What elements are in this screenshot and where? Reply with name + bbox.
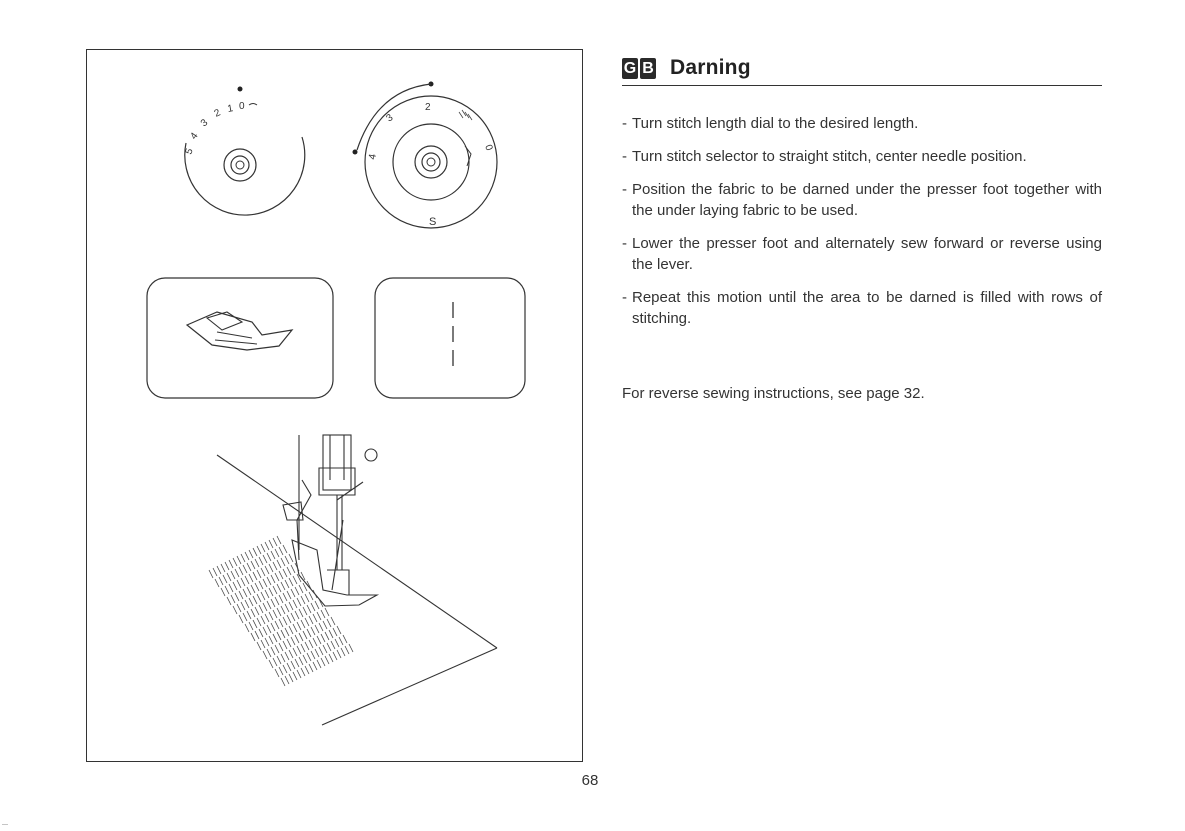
instruction-list: Turn stitch length dial to the desired l… (622, 113, 1102, 341)
length-dial-number: 4 (188, 130, 200, 141)
length-dial-number: 5 (183, 147, 195, 156)
stitch-selector-dial: 2 3 4 0 S (352, 81, 498, 229)
language-badge: G B (622, 58, 656, 79)
selector-dial-number: 4 (367, 153, 379, 161)
corner-mark: --- (2, 822, 8, 828)
presser-foot-panel (146, 277, 334, 399)
section-header: G B Darning (622, 56, 1102, 86)
darning-sewing-scene (216, 434, 498, 726)
length-dial-number: 0 (239, 101, 245, 112)
instruction-item: Position the fabric to be darned under t… (622, 179, 1102, 221)
stitch-pattern-marks (458, 109, 473, 121)
selector-dial-number: 3 (384, 112, 395, 124)
reverse-sewing-note: For reverse sewing instructions, see pag… (622, 385, 925, 402)
page-number: 68 (581, 772, 599, 789)
instruction-item: Turn stitch selector to straight stitch,… (622, 146, 1102, 167)
selector-dial-s: S (429, 216, 436, 228)
selector-dial-number: 2 (425, 102, 431, 113)
instruction-item: Lower the presser foot and alternately s… (622, 233, 1102, 275)
length-dial-number: 1 (227, 103, 235, 115)
section-title: Darning (670, 56, 751, 79)
darning-stitch-rows (208, 535, 354, 687)
lang-badge-letter: B (640, 58, 656, 79)
illustration-frame: 5 4 3 2 1 0 2 3 4 0 S (86, 49, 583, 762)
darning-illustration: 5 4 3 2 1 0 2 3 4 0 S (146, 81, 526, 726)
selector-dial-number: 0 (482, 143, 494, 152)
length-dial-number: 2 (213, 107, 223, 120)
instruction-item: Repeat this motion until the area to be … (622, 287, 1102, 329)
stitch-length-dial: 5 4 3 2 1 0 (183, 86, 306, 216)
length-dial-number: 3 (199, 117, 211, 129)
instruction-item: Turn stitch length dial to the desired l… (622, 113, 1102, 134)
lang-badge-letter: G (622, 58, 638, 79)
straight-stitch-panel (374, 277, 526, 399)
